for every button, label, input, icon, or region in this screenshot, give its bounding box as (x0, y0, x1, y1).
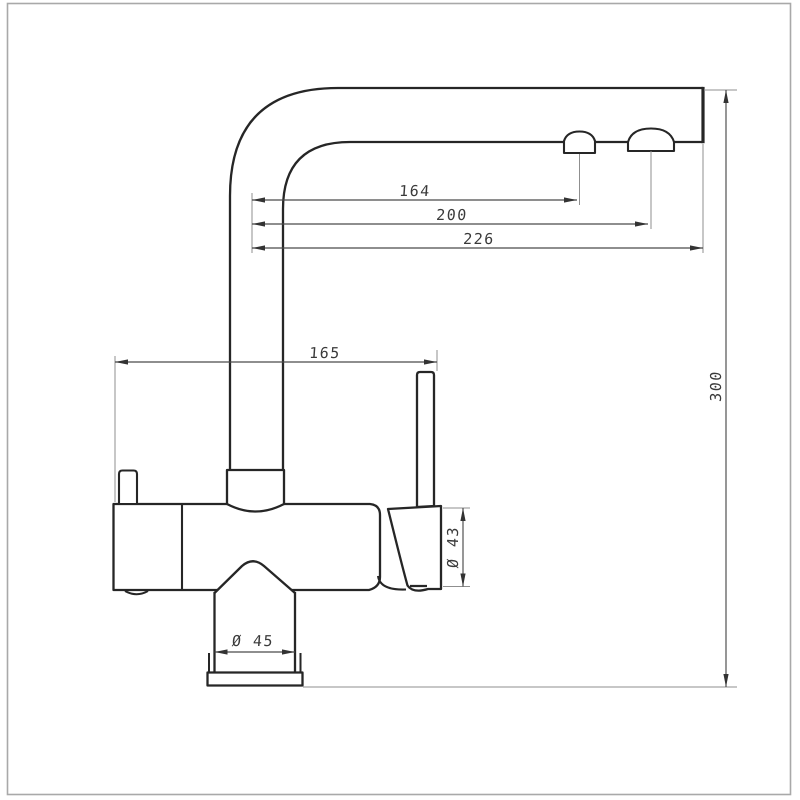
body-cylinder (112, 502, 382, 592)
arrowhead (252, 245, 265, 251)
left-knob (117, 469, 139, 506)
arrowhead (115, 359, 128, 365)
dim-label-spout-to-aerator2: 200 (435, 206, 469, 224)
base-tent (213, 560, 296, 594)
base-tent-fill (215, 561, 295, 594)
arrowhead (564, 197, 577, 203)
dimension-lines (114, 89, 737, 688)
valve-housing (386, 504, 443, 592)
arrowhead (252, 197, 265, 203)
body-underside-detail (124, 590, 149, 596)
arrowhead (635, 221, 648, 227)
arrowhead (723, 674, 729, 687)
dim-label-spout-total: 226 (462, 230, 496, 248)
arrowhead (252, 221, 265, 227)
aerator-small (562, 130, 597, 155)
dim-label-valve-diameter: Ø 43 (444, 525, 462, 569)
handle-lever (415, 370, 436, 509)
body-housing-joint (376, 575, 407, 591)
faucet-outline (112, 86, 705, 687)
arrowhead (214, 649, 228, 655)
arrowhead (424, 359, 437, 365)
aerator-large (626, 127, 676, 153)
dim-label-body-width: 165 (308, 344, 342, 362)
drawing-frame (6, 2, 792, 796)
pipe-collar (225, 468, 286, 513)
spout-outline (228, 86, 705, 473)
arrowhead (282, 649, 295, 655)
arrowhead (723, 90, 729, 103)
dim-label-total-height: 300 (707, 369, 725, 403)
arrowhead (460, 508, 466, 521)
arrowhead (690, 245, 703, 251)
arrowhead (460, 573, 466, 587)
base-flange (206, 671, 304, 687)
dim-label-base-diameter: Ø 45 (231, 632, 275, 650)
dim-label-spout-to-aerator1: 164 (398, 182, 432, 200)
